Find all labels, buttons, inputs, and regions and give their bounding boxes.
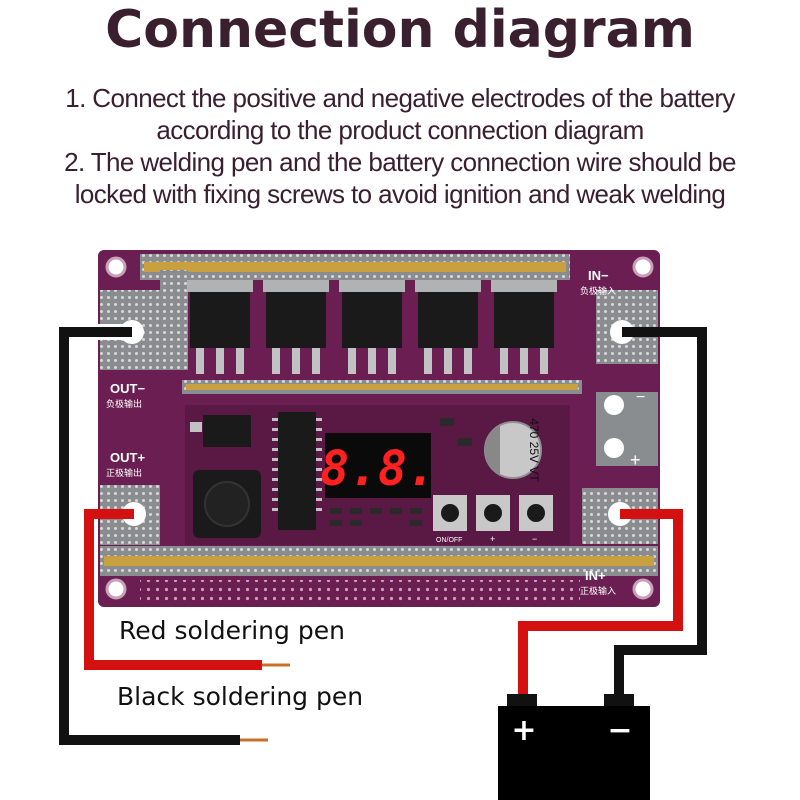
mounting-hole-top-left: [105, 256, 127, 278]
display-readout: 8.8.: [320, 441, 436, 497]
out-minus-cn-label: 负极输出: [106, 398, 142, 410]
battery-minus-sign: −: [607, 713, 632, 748]
mcu-pins: [272, 418, 322, 511]
mosfet-2: [263, 280, 329, 374]
regulator-chip: [203, 415, 251, 447]
button-on-off-cap: [441, 504, 459, 522]
battery-minus-wire: [614, 327, 707, 706]
out-plus-label: OUT+: [110, 450, 145, 465]
side-connector-hole-2: [604, 438, 624, 458]
black-pen-label: Black soldering pen: [117, 682, 364, 711]
battery: + −: [498, 694, 650, 800]
out-plus-cn-label: 正极输出: [106, 467, 142, 479]
battery-plus-wire: [518, 509, 683, 706]
mosfet-4: [415, 280, 481, 374]
side-connector-hole-1: [604, 395, 624, 415]
battery-plus-sign: +: [511, 713, 536, 748]
bottom-via-row: [140, 580, 580, 602]
page-title: Connection diagram: [105, 0, 695, 60]
mosfet-5: [491, 280, 557, 374]
chip-lead: [190, 422, 202, 432]
plus-label: +: [490, 534, 495, 544]
red-pen-wire: [84, 509, 262, 670]
mosfet-3: [339, 280, 405, 374]
bottom-solder-strip: [104, 556, 654, 566]
mosfet-row: [187, 280, 557, 374]
button-row: ON/OFF + −: [433, 495, 553, 544]
in-plus-cn-label: 正极输入: [580, 585, 616, 597]
top-solder-strip: [144, 262, 566, 272]
electrolytic-capacitor: 470 25V VT: [484, 418, 542, 482]
capacitor-label: 470 25V VT: [527, 418, 541, 482]
button-plus-cap: [484, 504, 502, 522]
in-minus-label: IN−: [588, 268, 609, 283]
battery-plus-terminal: [507, 694, 537, 708]
button-minus-cap: [527, 504, 545, 522]
mounting-hole-bottom-right: [632, 578, 654, 600]
instruction-line-3: 2. The welding pen and the battery conne…: [64, 147, 736, 177]
side-connector-plus: +: [630, 450, 641, 470]
out-minus-label: OUT−: [110, 381, 145, 396]
instruction-line-4: locked with fixing screws to avoid ignit…: [74, 179, 726, 209]
smd-resistors: [330, 418, 472, 526]
battery-minus-terminal: [604, 694, 634, 708]
left-pad-column: [160, 270, 188, 370]
red-pen-label: Red soldering pen: [119, 616, 345, 645]
mounting-hole-top-right: [632, 256, 654, 278]
battery-body: [498, 706, 650, 800]
instructions: 1. Connect the positive and negative ele…: [0, 82, 800, 210]
instruction-line-2: according to the product connection diag…: [156, 115, 644, 145]
side-connector-minus: −: [636, 389, 645, 406]
instruction-line-1: 1. Connect the positive and negative ele…: [65, 83, 735, 113]
microcontroller: [278, 412, 316, 530]
black-pen-wire: [59, 327, 240, 745]
middle-solder-strip: [186, 384, 578, 390]
spot-welder-board: − +: [98, 250, 660, 607]
on-off-label: ON/OFF: [436, 537, 462, 544]
mosfet-1: [187, 280, 253, 374]
mounting-hole-bottom-left: [105, 578, 127, 600]
minus-label: −: [532, 534, 537, 544]
seven-segment-display: [325, 433, 431, 498]
in-minus-cn-label: 负极输入: [580, 285, 616, 297]
in-plus-label: IN+: [585, 568, 606, 583]
buzzer-face: [204, 481, 250, 527]
